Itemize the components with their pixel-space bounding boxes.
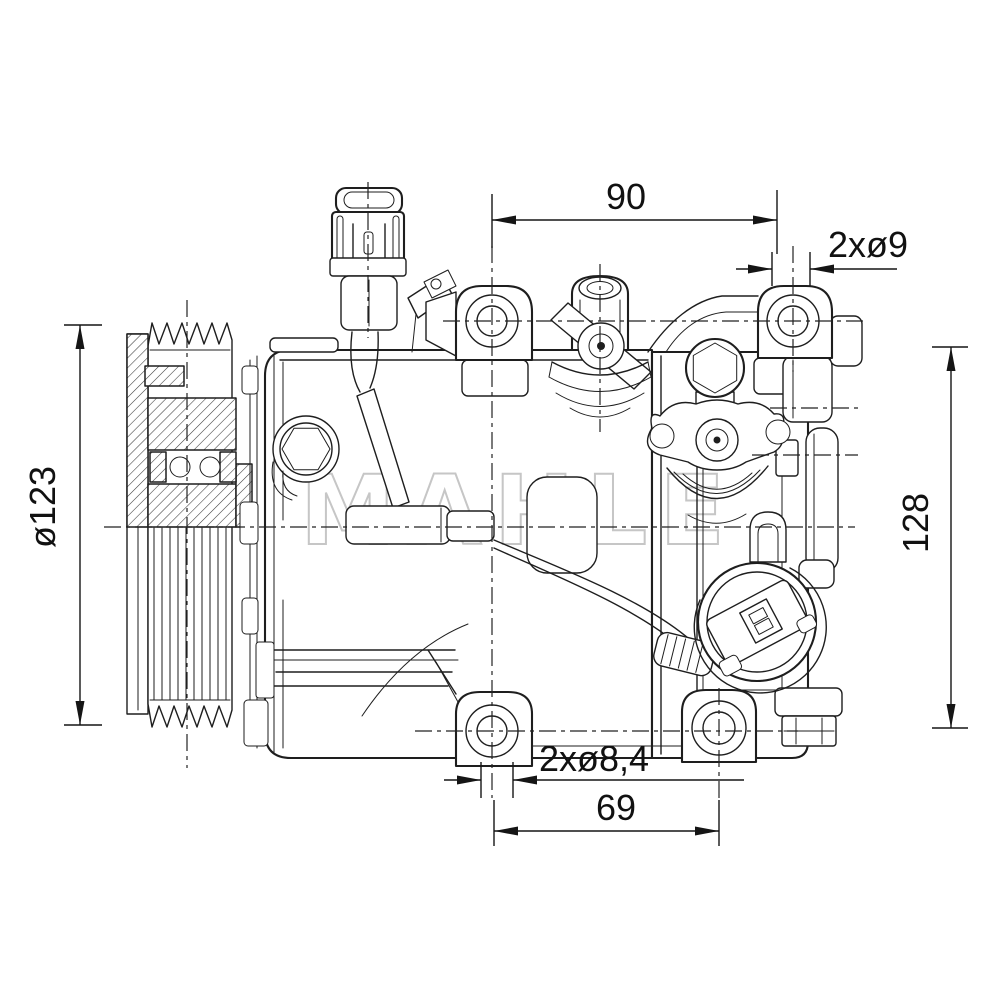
pulley-assembly — [126, 322, 253, 728]
dim-label-123: ø123 — [22, 466, 63, 548]
dim-label-69: 69 — [596, 787, 636, 828]
dimension-pulley-diameter: ø123 — [22, 324, 102, 726]
electrical-connector — [329, 186, 407, 331]
rear-arch-bracket — [749, 511, 787, 563]
mounting-lug-bottom-left — [454, 690, 534, 768]
centerlines — [104, 182, 868, 800]
rear-drain-plug — [774, 687, 843, 747]
dim-label-2x84: 2xø8,4 — [539, 738, 649, 779]
control-valve-connector — [693, 561, 827, 694]
rear-housing-features — [647, 295, 863, 747]
dim-label-90: 90 — [606, 176, 646, 217]
dimension-top-holes: 2xø9 — [736, 224, 908, 286]
dimension-bottom-width: 69 — [493, 787, 720, 846]
bearing-ball — [199, 456, 221, 478]
dimension-top-width: 90 — [491, 176, 778, 254]
control-cable — [493, 539, 689, 639]
mounting-lug-top-right — [756, 284, 834, 360]
front-bracket-plates — [239, 355, 269, 749]
wiring-harness — [345, 331, 716, 677]
discharge-port — [646, 337, 791, 524]
pulley-groove-ribs — [153, 527, 227, 701]
harness-tube — [356, 388, 410, 509]
cable-sleeve — [653, 631, 716, 677]
connector-key — [706, 579, 809, 667]
dimension-bottom-holes: 2xø8,4 — [444, 738, 744, 798]
harness-junction — [345, 505, 451, 545]
front-bolt-boss — [271, 415, 340, 501]
dim-label-2x9: 2xø9 — [828, 224, 908, 265]
bearing-ball — [169, 456, 191, 478]
upper-bracket — [407, 269, 457, 353]
dimension-overall-height: 128 — [895, 346, 968, 729]
dim-label-128: 128 — [895, 493, 936, 553]
bottom-foot-rail — [255, 641, 459, 703]
housing-slot — [526, 476, 598, 574]
